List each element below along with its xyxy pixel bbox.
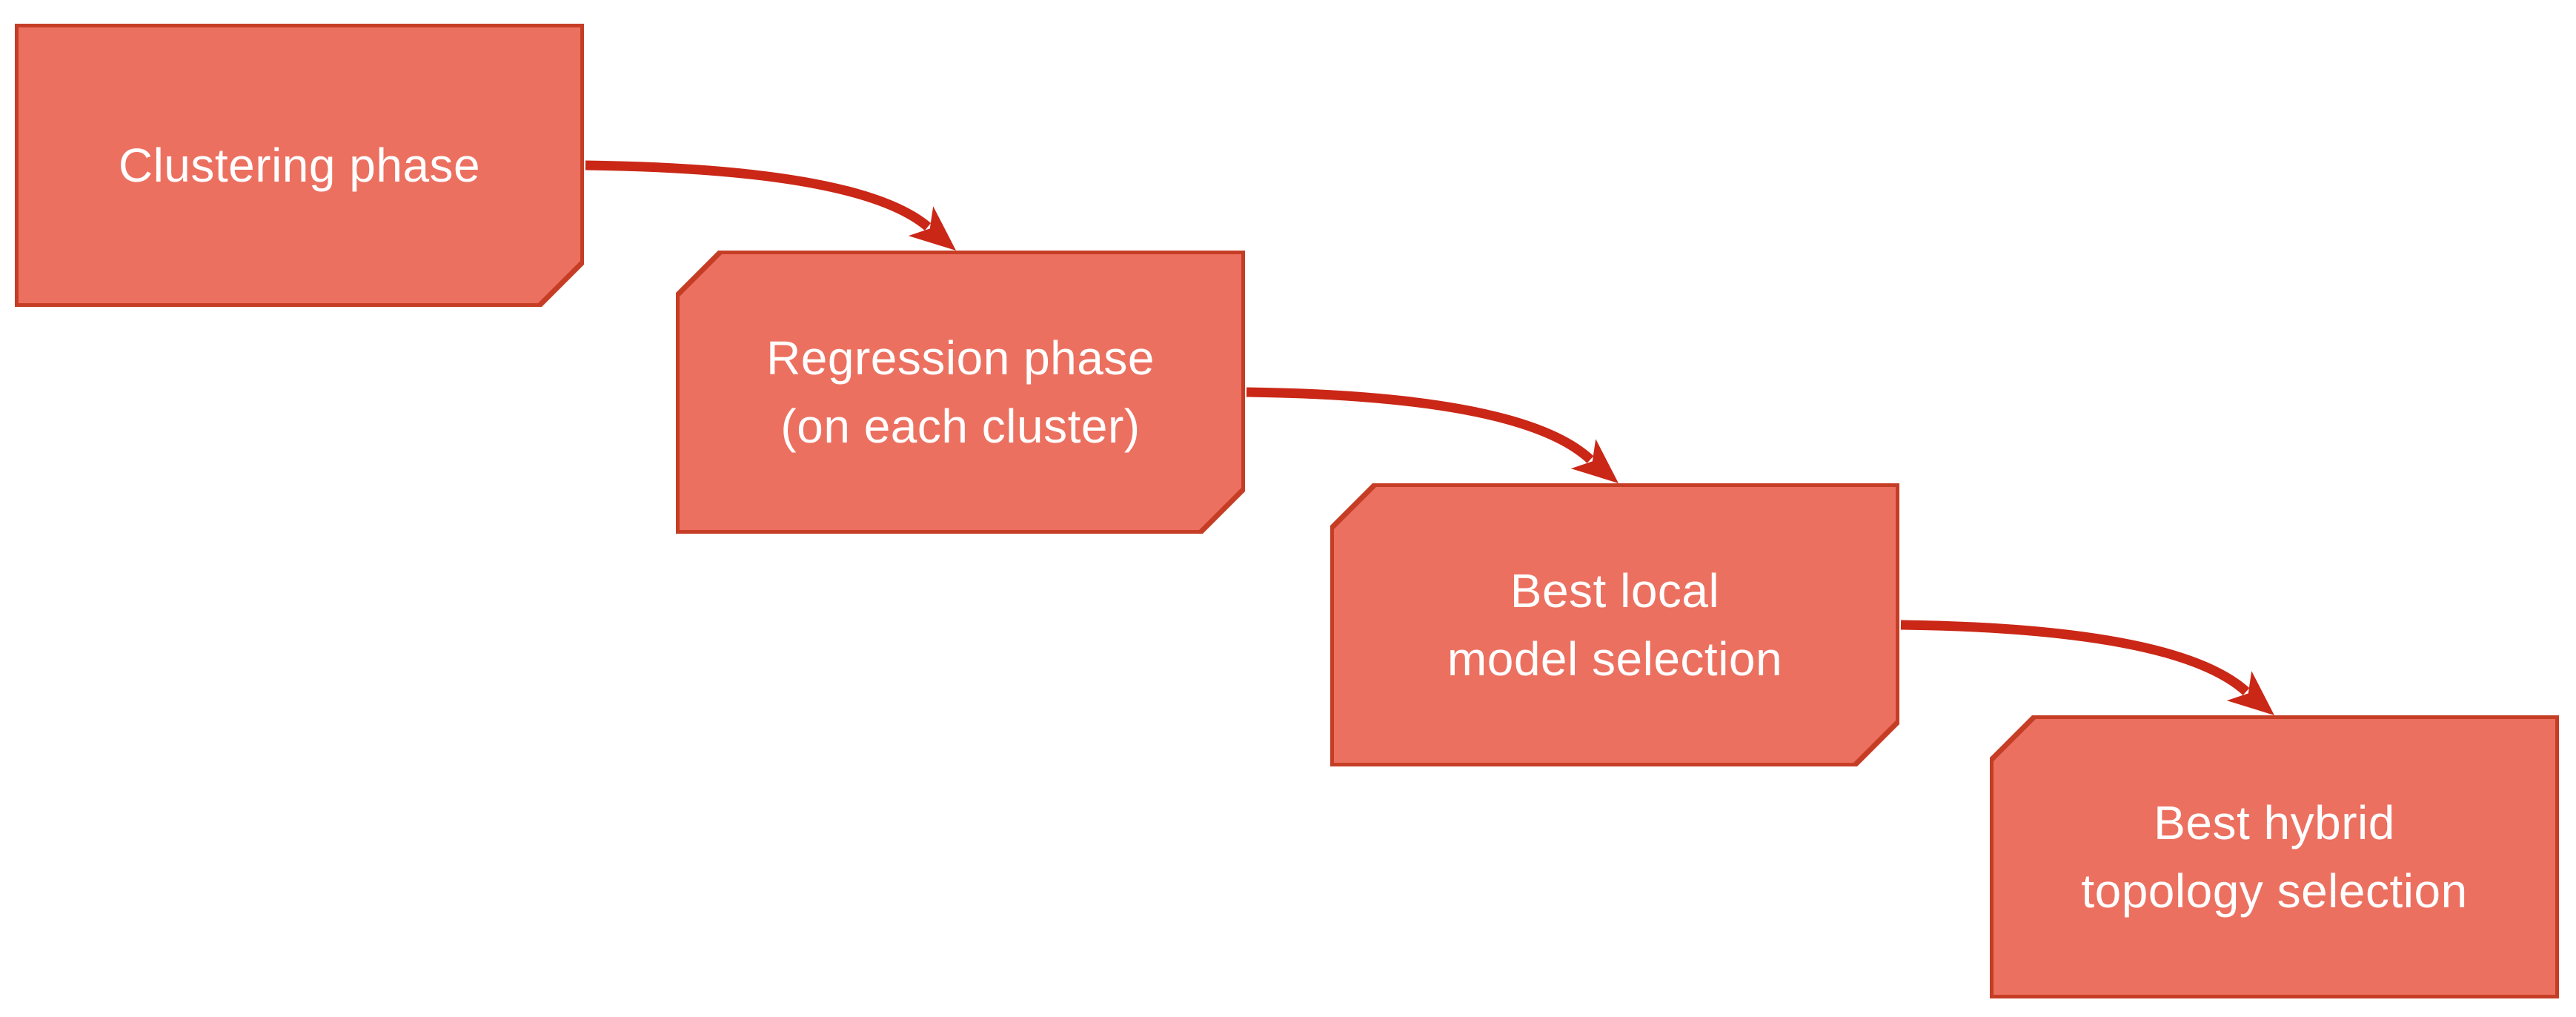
node-label-line: Best hybrid	[2154, 796, 2395, 849]
node-clustering-phase: Clustering phase	[15, 24, 584, 307]
node-label-line: Regression phase	[766, 331, 1155, 385]
node-label-line: Best local	[1510, 564, 1720, 617]
arrow-curve	[1900, 620, 2250, 695]
node-label-line: (on each cluster)	[780, 400, 1141, 453]
node-fill	[19, 27, 580, 303]
node-label: Clustering phase	[15, 24, 584, 307]
node-label-line: model selection	[1447, 632, 1783, 686]
node-label-line: topology selection	[2081, 864, 2468, 918]
node-label: Best hybrid topology selection	[1990, 715, 2559, 998]
arrow-curve	[1246, 387, 1594, 463]
node-label: Best local model selection	[1330, 483, 1899, 766]
node-fill	[1334, 487, 1896, 763]
node-best-hybrid-topology-selection: Best hybrid topology selection	[1990, 715, 2559, 998]
node-label-line: Clustering phase	[118, 139, 481, 192]
node-label: Regression phase (on each cluster)	[676, 251, 1245, 534]
node-best-local-model-selection: Best local model selection	[1330, 483, 1899, 766]
node-regression-phase: Regression phase (on each cluster)	[676, 251, 1245, 534]
flow-arrow-3	[1900, 620, 2274, 715]
flow-arrow-2	[1246, 387, 1619, 483]
arrow-curve	[585, 160, 932, 231]
node-fill	[1994, 719, 2555, 995]
node-fill	[680, 254, 1241, 530]
